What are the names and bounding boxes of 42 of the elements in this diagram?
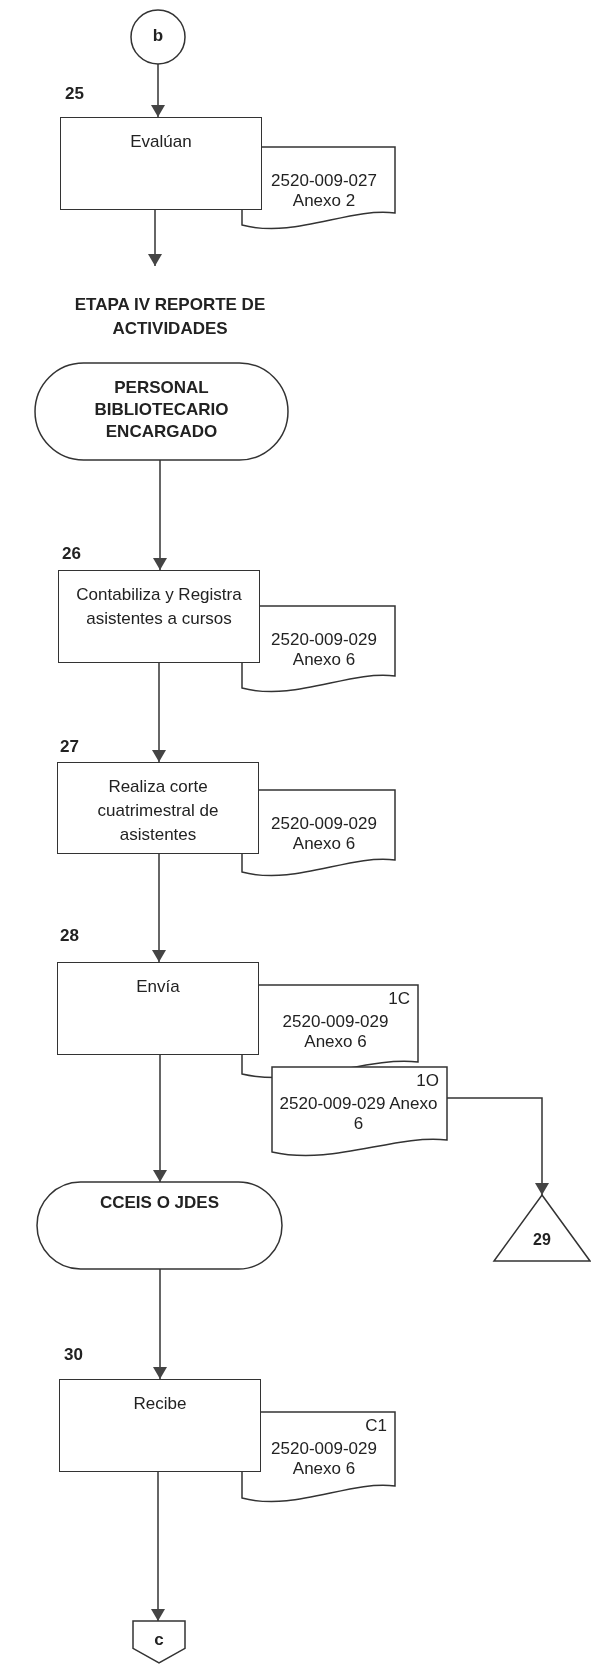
terminal-shape [35,363,288,460]
step-number: 29 [532,1231,552,1249]
process-text: Contabiliza y Registra asistentes a cursos [75,584,243,630]
arrow [153,1054,167,1183]
process-text: Recibe [132,1393,188,1415]
process-text: Evalúan [129,131,193,153]
terminal-text: CCEIS O JDES [98,1192,220,1214]
arrow [148,209,162,267]
copy-code: C1 [364,1416,387,1436]
connector-label: b [151,26,165,46]
off-page-connector [133,1621,185,1663]
arrow [151,63,165,118]
document-reference: 2520-009-029 Anexo 6 [270,1439,378,1479]
terminal-shape [37,1182,282,1269]
arrow [152,853,166,963]
document-reference: 2520-009-029 Anexo 6 [270,630,378,670]
step-number: 26 [62,544,81,564]
process-box [60,117,262,210]
step-number: 30 [64,1345,83,1365]
process-box [58,570,260,663]
terminal-text: PERSONAL BIBLIOTECARIO ENCARGADO [93,377,230,443]
connector-label: c [153,1630,165,1650]
stage-heading: ETAPA IV REPORTE DE ACTIVIDADES [73,294,267,340]
process-box [59,1379,261,1472]
step-number: 28 [60,926,79,946]
process-box [57,762,259,854]
process-box [57,962,259,1055]
arrow [153,459,167,571]
process-text: Realiza corte cuatrimestral de asistentes [96,776,220,846]
arrow [151,1471,165,1622]
document-reference: 2520-009-027 Anexo 2 [270,171,378,211]
archive-triangle [494,1195,590,1261]
step-number: 25 [65,84,84,104]
process-text: Envía [135,976,181,998]
arrow [153,1268,167,1380]
copy-code: 1C [387,989,410,1009]
document-reference: 2520-009-029 Anexo 6 [281,1012,390,1052]
document-reference: 2520-009-029 Anexo 6 [278,1094,439,1134]
step-number: 27 [60,737,79,757]
arrow [152,662,166,763]
copy-code: 1O [415,1071,439,1091]
document-reference: 2520-009-029 Anexo 6 [270,814,378,854]
